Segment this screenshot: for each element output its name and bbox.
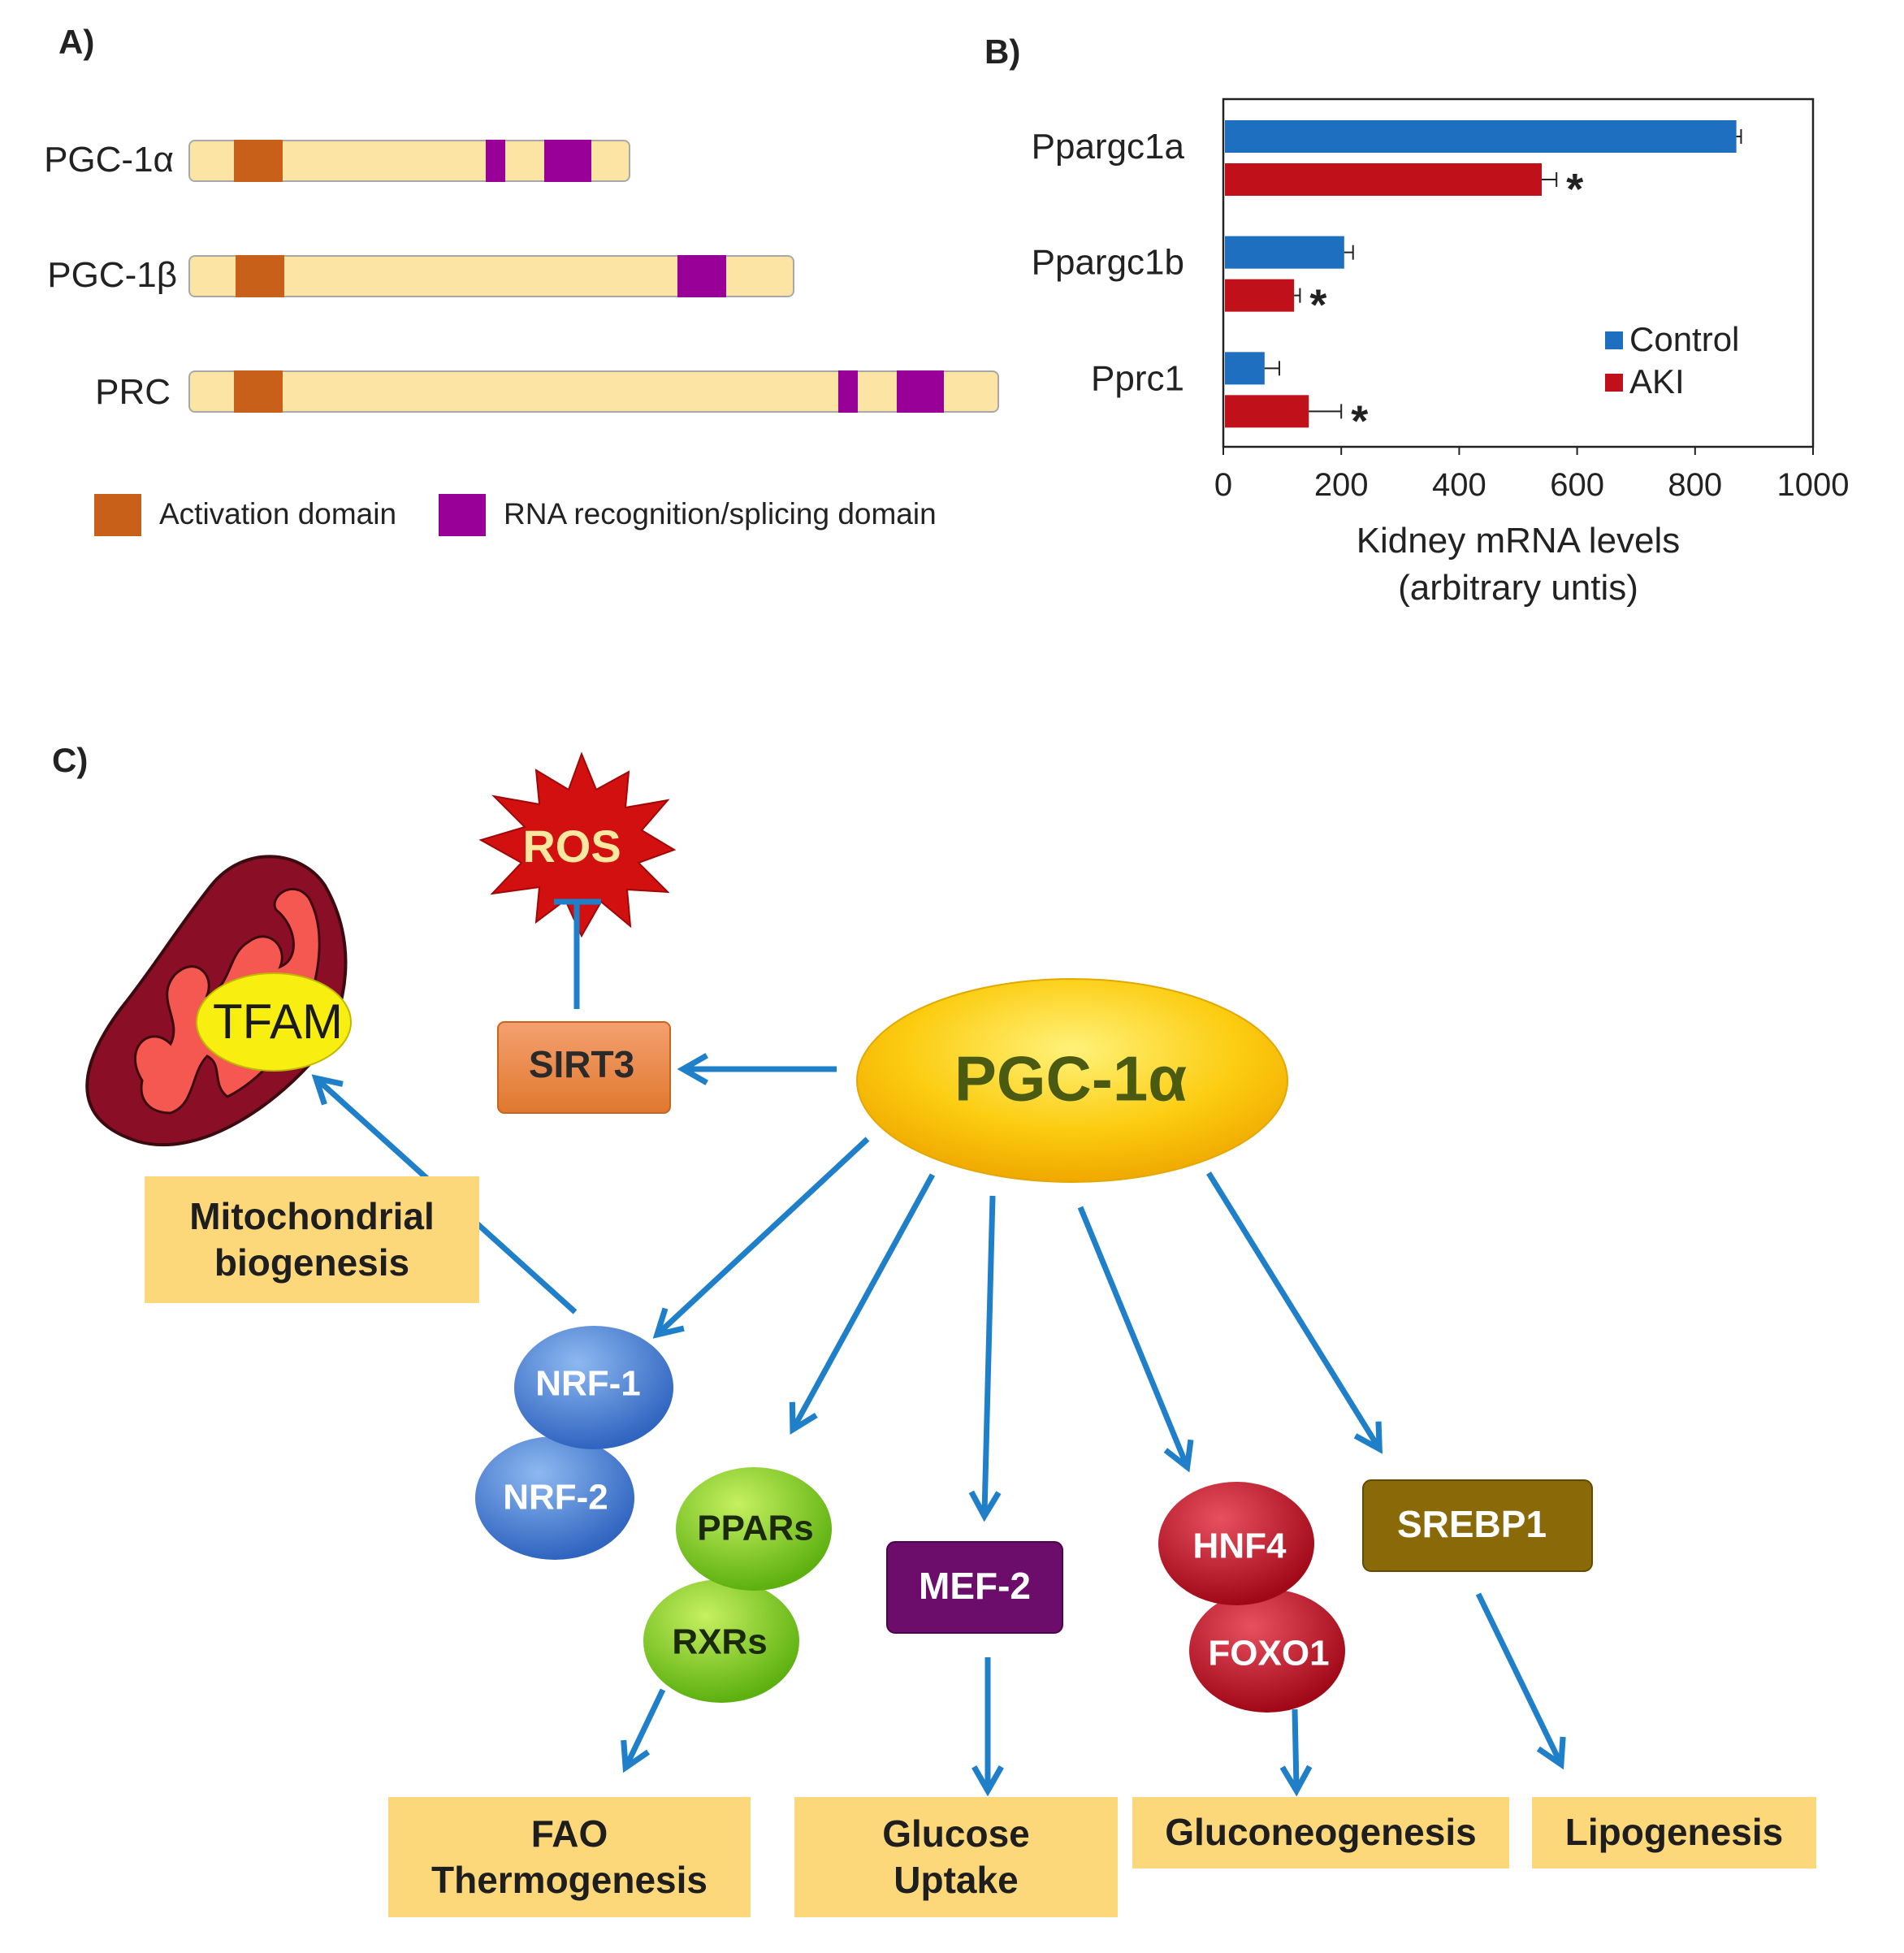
rna-domain [544,140,591,182]
outcome-lipogenesis: Lipogenesis [1532,1797,1816,1869]
legend-label-activation: Activation domain [159,497,397,530]
category-label: Ppargc1b [1032,243,1184,283]
nrf1-label: NRF-1 [535,1364,641,1404]
outcome-label: Mitochondrial biogenesis [189,1194,435,1284]
hnf4-label: HNF4 [1193,1526,1287,1566]
significance-star: * [1566,165,1583,214]
protein-bar-pgc1b [188,255,794,297]
x-tick-label: 400 [1432,467,1486,503]
bar-aki [1225,163,1543,196]
protein-name-prc: PRC [95,372,171,412]
category-label: Pprc1 [1091,358,1184,398]
outcome-label: FAO Thermogenesis [431,1812,708,1902]
foxo1-oval [1189,1589,1345,1713]
arrow-pgc-mef2 [968,1195,1002,1522]
rna-domain [838,370,858,413]
srebp1-label: SREBP1 [1397,1503,1547,1545]
rna-domain [486,140,505,182]
outcome-fao-thermogenesis: FAO Thermogenesis [388,1797,751,1917]
outcome-label: Lipogenesis [1564,1811,1784,1854]
panel-c-label: C) [52,741,89,779]
mef2-box [886,1541,1063,1634]
panel-b-label: B) [984,32,1021,71]
legend-label-control: Control [1629,320,1739,358]
foxo1-label: FOXO1 [1208,1634,1329,1674]
rna-domain [897,370,944,413]
arrow-pgc-hnf4 [1077,1206,1194,1473]
x-axis-title: Kidney mRNA levels [1357,521,1681,561]
mef2-label: MEF-2 [919,1565,1031,1607]
significance-star: * [1309,281,1326,330]
outcome-gluconeogenesis: Gluconeogenesis [1132,1797,1509,1869]
bar-aki [1225,395,1309,428]
activation-domain [234,370,283,413]
arrow-pgc-ppars [789,1173,936,1435]
nrf2-label: NRF-2 [503,1478,608,1518]
rxrs-oval [643,1579,799,1703]
bar-aki [1225,279,1295,312]
bar-control [1225,120,1737,153]
plot-frame [1222,97,1815,448]
rna-domain [677,255,726,297]
legend-swatch-control [1605,331,1623,349]
legend-swatch-rna [439,494,486,536]
arrow-pgc-srebp1 [1206,1171,1383,1454]
x-tick-label: 800 [1668,467,1722,503]
legend-swatch-activation [94,494,141,536]
arrow-pgc-nrf1 [652,1137,870,1339]
srebp1-box [1362,1479,1593,1572]
x-tick-label: 600 [1550,467,1604,503]
sirt3-label: SIRT3 [529,1043,634,1085]
x-tick-label: 0 [1214,467,1232,503]
tfam-label: TFAM [213,994,343,1049]
outcome-label: Gluconeogenesis [1165,1811,1477,1854]
nrf2-oval [475,1436,634,1560]
protein-name-pgc1b: PGC-1β [47,255,177,295]
pgc1a-label: PGC-1α [954,1043,1187,1115]
x-tick-label: 1000 [1777,467,1850,503]
arrow-rxrs-fao [621,1688,666,1773]
hnf4-oval [1158,1482,1314,1605]
x-axis-title: (arbitrary untis) [1398,568,1638,608]
protein-bar-pgc1a [188,140,630,182]
activation-domain [234,140,283,182]
bar-control [1225,236,1344,269]
rxrs-label: RXRs [672,1622,767,1662]
x-tick-label: 200 [1314,467,1369,503]
arrow-srebp1-lipo [1475,1592,1566,1770]
bar-control [1225,352,1265,385]
significance-star: * [1351,396,1368,445]
panel-a-label: A) [58,23,95,61]
ros-burst-icon [478,751,677,938]
activation-domain [236,255,284,297]
pathway-diagram: ROS PGC-1α SIRT3 TFAM NRF-1 NRF-2 PPARs … [85,751,1593,1797]
outcome-mitochondrial-biogenesis: Mitochondrial biogenesis [145,1176,479,1303]
nrf1-oval [514,1326,673,1449]
pgc1a-ellipse [856,978,1288,1183]
ros-label: ROS [522,821,621,872]
arrow-foxo1-gluconeo [1279,1708,1313,1797]
protein-bar-prc [188,370,999,413]
outcome-glucose-uptake: Glucose Uptake [794,1797,1118,1917]
sirt3-box [497,1021,671,1114]
tfam-ellipse [196,972,352,1072]
legend-label-aki: AKI [1629,362,1685,401]
ppars-oval [676,1467,832,1591]
legend-swatch-aki [1605,374,1623,392]
legend-label-rna: RNA recognition/splicing domain [504,497,937,530]
ppars-label: PPARs [697,1509,813,1548]
outcome-label: Glucose Uptake [882,1812,1030,1902]
protein-name-pgc1a: PGC-1α [44,140,174,180]
category-label: Ppargc1a [1032,127,1185,167]
bar-chart: 0 200 400 600 800 1000 Ppargc1a * Ppargc1b * Pprc1… [1032,97,1850,608]
